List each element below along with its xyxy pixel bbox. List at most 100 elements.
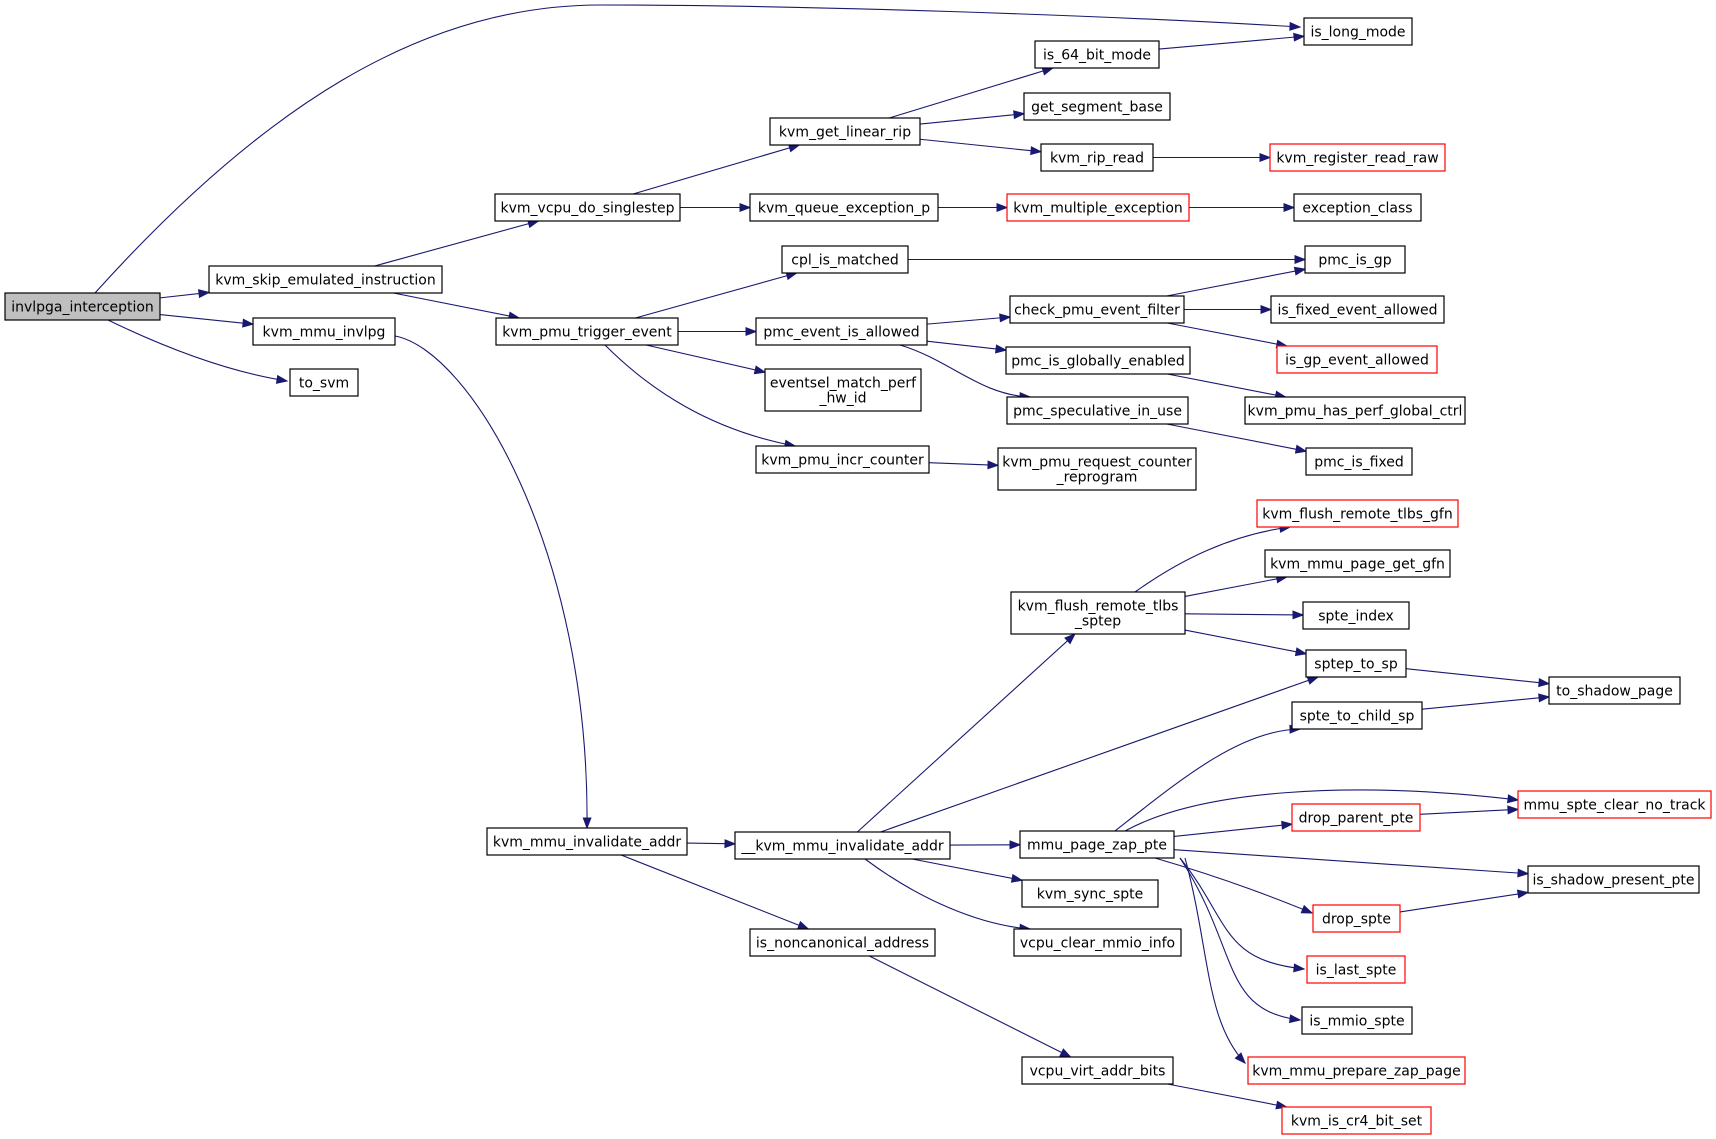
node-label: kvm_mmu_invalidate_addr [493, 835, 682, 851]
node-zap-pte[interactable]: mmu_page_zap_pte [1019, 830, 1175, 859]
node-is64[interactable]: is_64_bit_mode [1034, 40, 1160, 69]
node-perf-glob[interactable]: kvm_pmu_has_perf_global_ctrl [1244, 396, 1466, 425]
node-box [1312, 904, 1401, 933]
node-glob-en[interactable]: pmc_is_globally_enabled [1005, 346, 1191, 375]
node-page-get-gfn[interactable]: kvm_mmu_page_get_gfn [1264, 549, 1451, 578]
edge-is64-to-is_long_mode [1158, 32, 1306, 50]
node-incr[interactable]: kvm_pmu_incr_counter [755, 445, 930, 474]
node-box [1270, 295, 1445, 324]
node-label: is_mmio_spte [1309, 1014, 1404, 1030]
edge-drop_parent-to-clear_no_track [1419, 805, 1520, 815]
node-box [1548, 676, 1681, 705]
node-get-seg[interactable]: get_segment_base [1023, 92, 1171, 121]
node-drop-spte[interactable]: drop_spte [1312, 904, 1401, 933]
node-drop-parent[interactable]: drop_parent_pte [1291, 803, 1421, 832]
node-label: is_noncanonical_address [756, 936, 929, 952]
node-reg-read-raw[interactable]: kvm_register_read_raw [1269, 143, 1446, 172]
node-box [749, 193, 939, 222]
node-skip[interactable]: kvm_skip_emulated_instruction [208, 265, 443, 294]
node-child-sp[interactable]: spte_to_child_sp [1291, 701, 1423, 730]
node-box [1305, 649, 1407, 678]
node-box [1276, 345, 1438, 374]
node-last-spte[interactable]: is_last_spte [1306, 955, 1406, 984]
edge-zap_pte-to-clear_no_track [1124, 789, 1520, 832]
node-pmu-trigger[interactable]: kvm_pmu_trigger_event [495, 317, 679, 346]
node-prep-zap[interactable]: kvm_mmu_prepare_zap_page [1247, 1056, 1466, 1085]
node-pmc-is-gp[interactable]: pmc_is_gp [1304, 245, 1406, 274]
node-box [1023, 92, 1171, 121]
node-virt-bits[interactable]: vcpu_virt_addr_bits [1021, 1056, 1174, 1085]
node-label: pmc_is_fixed [1314, 455, 1404, 471]
edge-_mmu_inval-to-flush_sptep [856, 633, 1076, 833]
node-label: is_fixed_event_allowed [1277, 303, 1437, 319]
node-mmu-inval[interactable]: kvm_mmu_invalidate_addr [486, 827, 688, 856]
node-sync-spte[interactable]: kvm_sync_spte [1021, 879, 1159, 908]
node-pmc-allowed[interactable]: pmc_event_is_allowed [755, 317, 928, 346]
call-graph-nodes: invlpga_interception kvm_skip_emulated_in… [4, 17, 1712, 1135]
node-to-svm[interactable]: to_svm [289, 368, 359, 397]
node-pmc-fixed[interactable]: pmc_is_fixed [1305, 447, 1413, 476]
node-label: pmc_is_globally_enabled [1011, 354, 1185, 370]
node-flush-sptep[interactable]: kvm_flush_remote_tlbs_sptep [1010, 591, 1186, 635]
node-cpl[interactable]: cpl_is_matched [781, 245, 909, 274]
node-label: get_segment_base [1031, 100, 1163, 116]
node--mmu-inval[interactable]: __kvm_mmu_invalidate_addr [734, 831, 951, 860]
node-exc-class[interactable]: exception_class [1293, 193, 1422, 222]
node-label: kvm_queue_exception_p [758, 201, 930, 217]
node-shadow-present[interactable]: is_shadow_present_pte [1527, 865, 1700, 894]
node-is-long-mode[interactable]: is_long_mode [1303, 17, 1413, 46]
node-root[interactable]: invlpga_interception [4, 292, 161, 321]
edge-child_sp-to-to_shadow [1421, 693, 1551, 710]
node-check-filter[interactable]: check_pmu_event_filter [1009, 295, 1185, 324]
node-gp-allowed[interactable]: is_gp_event_allowed [1276, 345, 1438, 374]
node-label: kvm_get_linear_rip [779, 125, 911, 141]
node-box [1019, 830, 1175, 859]
node-queue-exc[interactable]: kvm_queue_exception_p [749, 193, 939, 222]
node-req-reprog[interactable]: kvm_pmu_request_counter_reprogram [997, 447, 1197, 491]
node-label: cpl_is_matched [791, 253, 898, 269]
node-sptep-to-sp[interactable]: sptep_to_sp [1305, 649, 1407, 678]
edge-check_filter-to-pmc_is_gp [1166, 266, 1307, 297]
node-label: kvm_mmu_page_get_gfn [1270, 557, 1445, 573]
node-flush-gfn[interactable]: kvm_flush_remote_tlbs_gfn [1256, 499, 1459, 528]
edge-rip_read-to-reg_read_raw [1153, 152, 1272, 163]
node-get-linear-rip[interactable]: kvm_get_linear_rip [769, 117, 921, 146]
node-box [1304, 245, 1406, 274]
node-rip-read[interactable]: kvm_rip_read [1040, 143, 1154, 172]
node-box [1244, 396, 1466, 425]
node-mmu-invlpg[interactable]: kvm_mmu_invlpg [252, 317, 396, 346]
node-mmio-spte[interactable]: is_mmio_spte [1301, 1006, 1413, 1035]
node-box [289, 368, 359, 397]
node-label: drop_parent_pte [1299, 811, 1414, 827]
node-label: kvm_pmu_has_perf_global_ctrl [1248, 404, 1463, 420]
node-box [1006, 193, 1190, 222]
node-cr4[interactable]: kvm_is_cr4_bit_set [1281, 1106, 1432, 1135]
node-noncanon[interactable]: is_noncanonical_address [749, 928, 936, 957]
node-singlestep[interactable]: kvm_vcpu_do_singlestep [494, 193, 681, 222]
node-to-shadow[interactable]: to_shadow_page [1548, 676, 1681, 705]
edge-incr-to-req_reprog [928, 460, 1000, 470]
edge-pmu_trigger-to-cpl [635, 271, 798, 319]
node-label: kvm_mmu_invlpg [263, 325, 386, 341]
node-mult-exc[interactable]: kvm_multiple_exception [1006, 193, 1190, 222]
node-fixed-allowed[interactable]: is_fixed_event_allowed [1270, 295, 1445, 324]
node-spec[interactable]: pmc_speculative_in_use [1006, 396, 1189, 425]
node-label: drop_spte [1322, 912, 1391, 928]
node-spte-index[interactable]: spte_index [1302, 601, 1410, 630]
edge-pmc_allowed-to-glob_en [926, 340, 1008, 354]
node-label: kvm_vcpu_do_singlestep [501, 201, 675, 217]
node-eventsel[interactable]: eventsel_match_perf_hw_id [764, 368, 922, 412]
node-label: is_last_spte [1316, 963, 1397, 979]
node-label: mmu_spte_clear_no_track [1523, 798, 1706, 814]
node-box [1040, 143, 1154, 172]
node-box [1517, 790, 1712, 819]
node-label: eventsel_match_perf [770, 376, 917, 392]
node-box [495, 317, 679, 346]
node-box [1291, 803, 1421, 832]
node-clear-no-track[interactable]: mmu_spte_clear_no_track [1517, 790, 1712, 819]
node-box [1303, 17, 1413, 46]
node-box [1006, 396, 1189, 425]
node-clear-mmio[interactable]: vcpu_clear_mmio_info [1013, 928, 1182, 957]
node-box [1256, 499, 1459, 528]
